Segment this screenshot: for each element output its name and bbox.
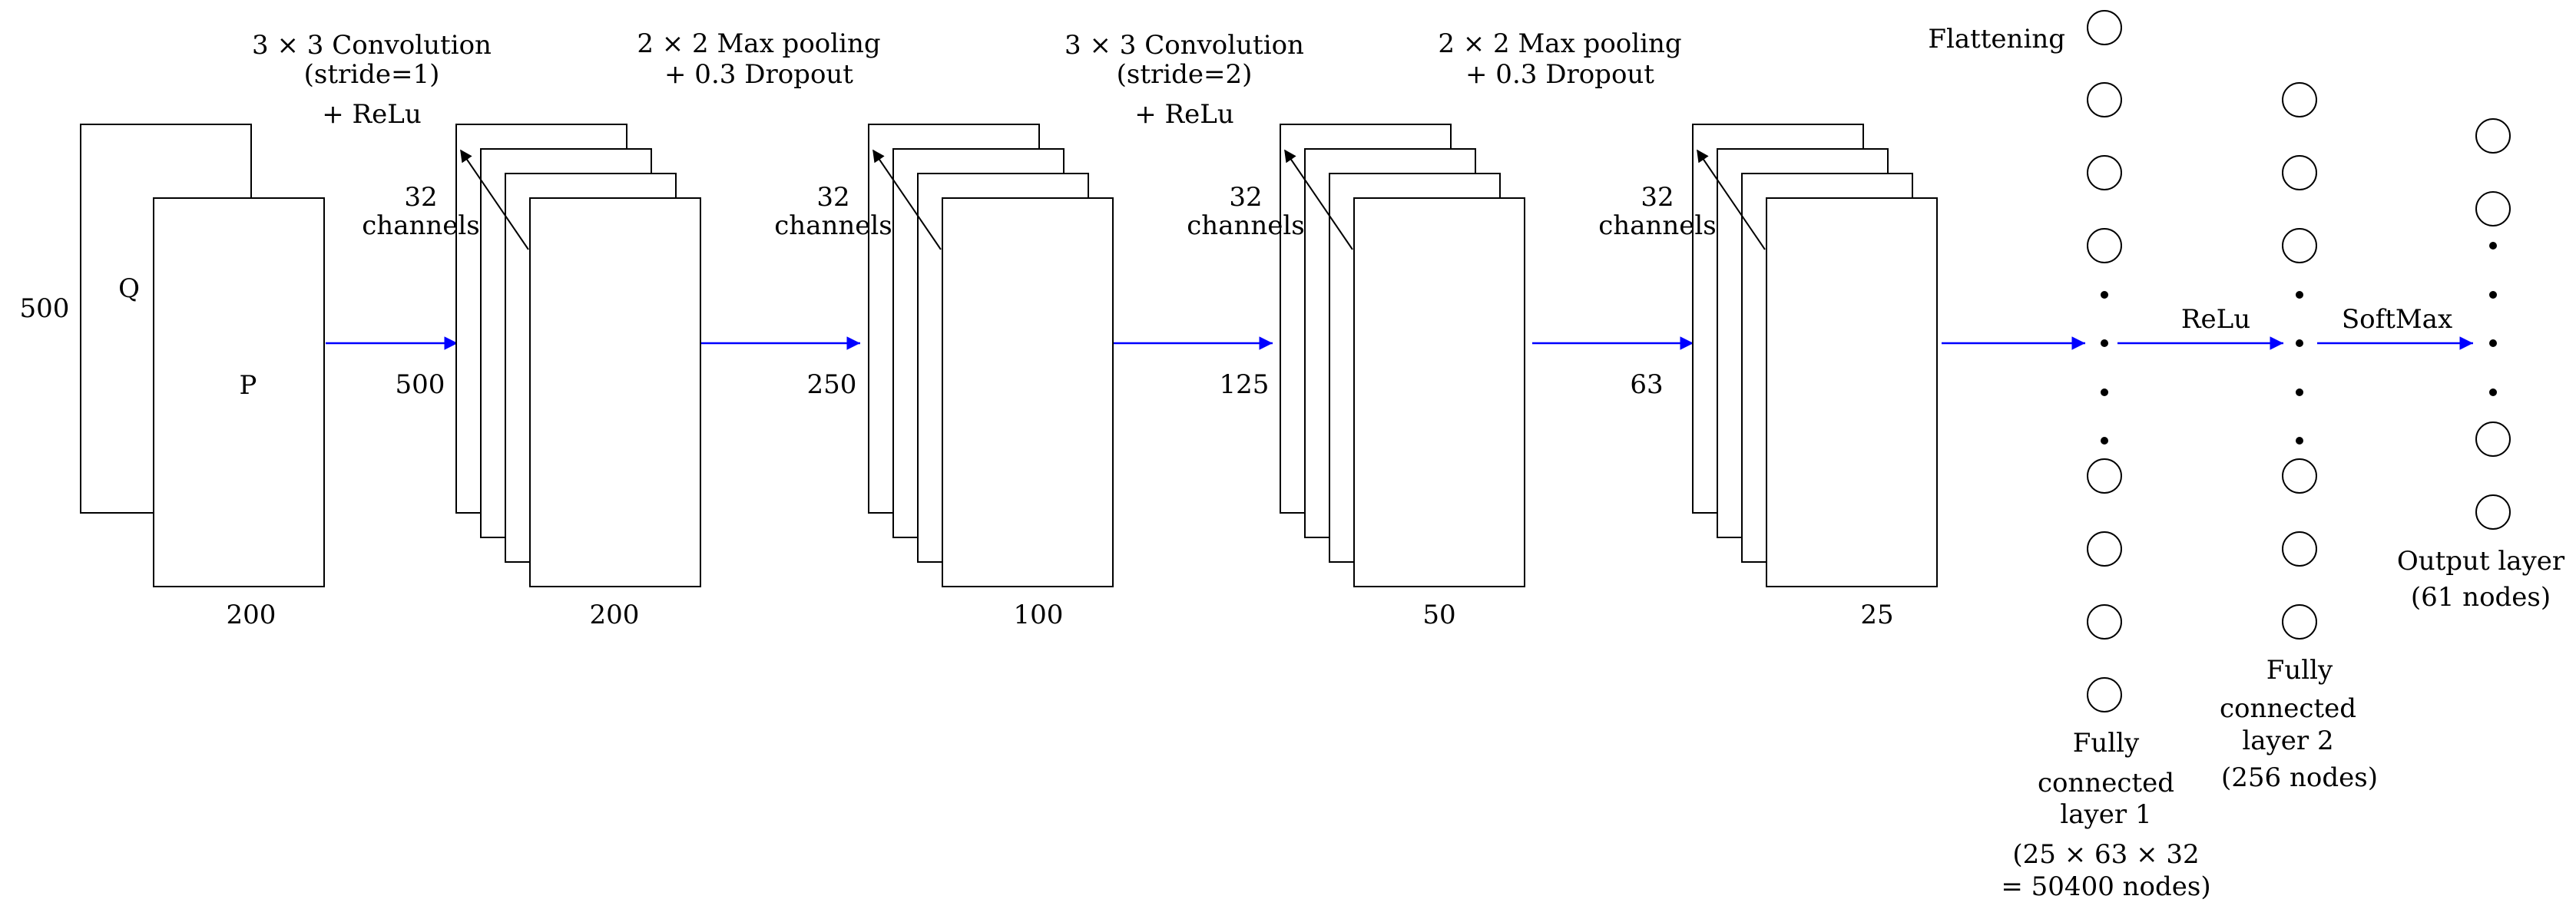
fc2-ellipsis-dot bbox=[2296, 339, 2303, 347]
fc2-caption: Fully connected layer 2 (256 nodes) bbox=[2220, 655, 2378, 793]
stage-4-op-line1: 2 × 2 Max pooling bbox=[1438, 28, 1681, 59]
stage-2-feature-maps: 32 channels 250 100 bbox=[774, 124, 1114, 630]
stage-4-channels-num: 32 bbox=[1641, 182, 1674, 213]
flatten-label: Flattening bbox=[1928, 24, 2065, 55]
stage-3-operation: 3 × 3 Convolution (stride=2) + ReLu bbox=[1065, 30, 1304, 130]
output-node bbox=[2475, 191, 2511, 226]
output-ellipsis-dot bbox=[2489, 339, 2497, 347]
relu-label: ReLu bbox=[2181, 304, 2250, 335]
fc1-ellipsis-dot bbox=[2101, 339, 2108, 347]
fc2-caption-line1: Fully bbox=[2266, 655, 2333, 686]
stage-2-map bbox=[942, 197, 1114, 587]
fc2-node bbox=[2282, 228, 2317, 263]
fc2-ellipsis-dot bbox=[2296, 388, 2303, 396]
stage-2-channels-num: 32 bbox=[816, 182, 849, 213]
fc1-nodes bbox=[2087, 10, 2122, 712]
fc1-node bbox=[2087, 10, 2122, 45]
stage-4-channels-word: channels bbox=[1598, 210, 1716, 241]
stage-4-channel-arrow bbox=[1697, 149, 1766, 250]
stage-3-op-line2: (stride=2) bbox=[1117, 59, 1253, 90]
stage-3-feature-maps: 32 channels 125 50 bbox=[1187, 124, 1525, 630]
stage-3-map bbox=[1353, 197, 1525, 587]
stage-4-map bbox=[1766, 197, 1938, 587]
output-caption-line1: Output layer bbox=[2397, 546, 2565, 577]
fc1-caption-line3: layer 1 bbox=[2060, 799, 2151, 830]
stage-2-channel-arrow bbox=[872, 149, 942, 250]
input-width-label: 200 bbox=[227, 600, 276, 630]
output-caption: Output layer (61 nodes) bbox=[2397, 546, 2565, 613]
output-ellipsis-dot bbox=[2489, 388, 2497, 396]
fc1-node bbox=[2087, 82, 2122, 117]
stage-1-channels-num: 32 bbox=[404, 182, 437, 213]
fc2-caption-line2: connected bbox=[2220, 693, 2356, 724]
stage-3-op-line1: 3 × 3 Convolution bbox=[1065, 30, 1304, 61]
stage-2-width-label: 100 bbox=[1014, 600, 1064, 630]
output-caption-line2: (61 nodes) bbox=[2411, 582, 2551, 613]
fc2-caption-line3: layer 2 bbox=[2242, 726, 2333, 756]
fc2-caption-line4: (256 nodes) bbox=[2221, 762, 2378, 793]
fc2-ellipsis-dot bbox=[2296, 437, 2303, 445]
fc1-caption: Fully connected layer 1 (25 × 63 × 32 = … bbox=[2001, 728, 2210, 902]
stage-2-channels-word: channels bbox=[774, 210, 892, 241]
fc2-nodes bbox=[2282, 82, 2317, 640]
stage-4-width-label: 25 bbox=[1860, 600, 1893, 630]
fc1-caption-line1: Fully bbox=[2073, 728, 2140, 759]
stage-1-feature-maps: 32 channels 500 200 bbox=[362, 124, 701, 630]
fc2-node bbox=[2282, 604, 2317, 640]
stage-3-op-line3: + ReLu bbox=[1134, 99, 1234, 130]
input-height-label: 500 bbox=[20, 293, 70, 324]
input-p-label: P bbox=[240, 370, 257, 401]
stage-1-map bbox=[529, 197, 701, 587]
fc1-node bbox=[2087, 458, 2122, 494]
stage-3-width-label: 50 bbox=[1422, 600, 1455, 630]
stage-1-op-line3: + ReLu bbox=[322, 99, 422, 130]
fc1-caption-line5: = 50400 nodes) bbox=[2001, 871, 2210, 902]
stage-1-channels-word: channels bbox=[362, 210, 479, 241]
fc2-node bbox=[2282, 458, 2317, 494]
output-node bbox=[2475, 118, 2511, 154]
stage-2-operation: 2 × 2 Max pooling + 0.3 Dropout bbox=[637, 28, 880, 90]
stage-3-height-label: 125 bbox=[1220, 369, 1270, 400]
fc1-node bbox=[2087, 155, 2122, 190]
input-block: Q P 500 200 bbox=[20, 124, 325, 630]
stage-2-op-line1: 2 × 2 Max pooling bbox=[637, 28, 880, 59]
fc1-node bbox=[2087, 228, 2122, 263]
stage-4-feature-maps: 32 channels 63 25 bbox=[1598, 124, 1938, 630]
fc1-ellipsis-dot bbox=[2101, 437, 2108, 445]
fc2-node bbox=[2282, 82, 2317, 117]
fc1-node bbox=[2087, 531, 2122, 567]
softmax-label: SoftMax bbox=[2342, 304, 2452, 335]
output-nodes bbox=[2475, 118, 2511, 530]
stage-3-channels-num: 32 bbox=[1229, 182, 1262, 213]
stage-3-channels-word: channels bbox=[1187, 210, 1304, 241]
stage-4-operation: 2 × 2 Max pooling + 0.3 Dropout bbox=[1438, 28, 1681, 90]
fc2-node bbox=[2282, 155, 2317, 190]
stage-2-op-line2: + 0.3 Dropout bbox=[664, 59, 853, 90]
fc1-caption-line4: (25 × 63 × 32 bbox=[2012, 839, 2199, 870]
stage-4-height-label: 63 bbox=[1630, 369, 1663, 400]
stage-3-channel-arrow bbox=[1284, 149, 1353, 250]
stage-4-op-line2: + 0.3 Dropout bbox=[1465, 59, 1654, 90]
stage-1-operation: 3 × 3 Convolution (stride=1) + ReLu bbox=[252, 30, 492, 130]
fc1-ellipsis-dot bbox=[2101, 388, 2108, 396]
input-p-rect bbox=[153, 197, 325, 587]
stage-1-height-label: 500 bbox=[396, 369, 445, 400]
stage-2-height-label: 250 bbox=[807, 369, 857, 400]
fc2-node bbox=[2282, 531, 2317, 567]
output-node bbox=[2475, 421, 2511, 457]
stage-1-width-label: 200 bbox=[590, 600, 640, 630]
output-node bbox=[2475, 494, 2511, 530]
fc1-node bbox=[2087, 604, 2122, 640]
fc1-caption-line2: connected bbox=[2038, 768, 2174, 798]
fc1-ellipsis-dot bbox=[2101, 291, 2108, 299]
fc2-ellipsis-dot bbox=[2296, 291, 2303, 299]
stage-1-channel-arrow bbox=[460, 149, 529, 250]
fc1-node bbox=[2087, 677, 2122, 712]
output-ellipsis-dot bbox=[2489, 242, 2497, 250]
input-q-label: Q bbox=[118, 273, 140, 304]
stage-1-op-line2: (stride=1) bbox=[304, 59, 440, 90]
output-ellipsis-dot bbox=[2489, 291, 2497, 299]
stage-1-op-line1: 3 × 3 Convolution bbox=[252, 30, 492, 61]
